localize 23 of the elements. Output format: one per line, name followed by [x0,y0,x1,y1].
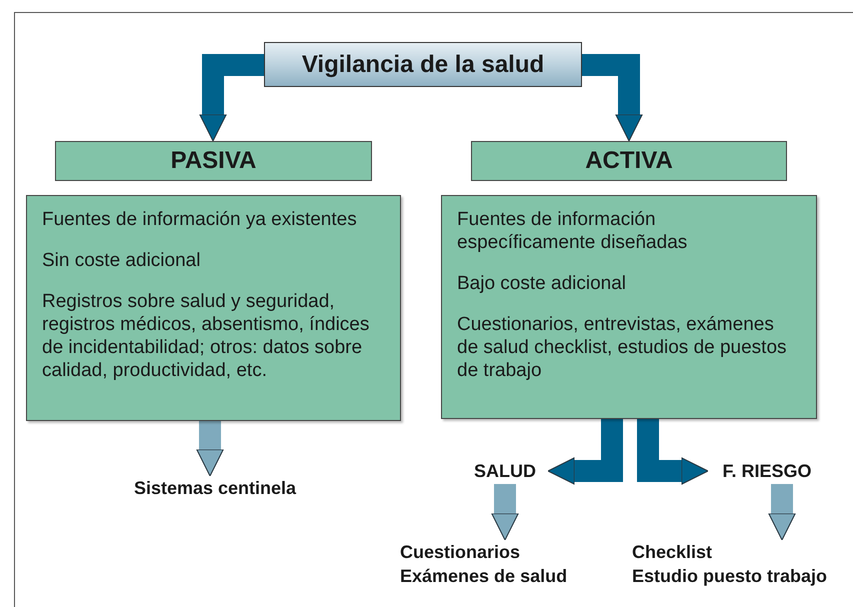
title-box: Vigilancia de la salud [264,42,582,87]
block-arrow [582,54,643,142]
category-label: Sistemas centinela [134,476,296,500]
category-box: ACTIVA [471,141,787,181]
item-text: Checklist [632,541,714,564]
item-text: Estudio puesto trabajo [632,565,828,588]
description-text: Fuentes de información ya existentes [42,208,358,231]
description-text: Sin coste adicional [42,249,202,272]
description-box [26,195,401,421]
block-arrow [491,484,519,541]
block-arrow [768,484,796,541]
category-label: SALUD [474,460,536,482]
description-text: Cuestionarios, entrevistas, exámenes de salud checklist, estudios de puestos de trabajo [457,313,788,382]
block-arrow [199,54,264,142]
item-text: Cuestionarios [400,541,522,564]
category-box: PASIVA [55,141,372,181]
description-text: Bajo coste adicional [457,272,627,295]
description-text: Registros sobre salud y seguridad, registros médicos, absentismo, índices de incidentabilidad; otros: datos sobre calidad, productividad, etc. [42,290,370,382]
item-text: Exámenes de salud [400,565,568,588]
description-box [441,195,817,419]
description-text: Fuentes de información específicamente diseñadas [457,208,688,254]
category-label: F. RIESGO [722,460,812,482]
block-arrow [196,421,224,477]
